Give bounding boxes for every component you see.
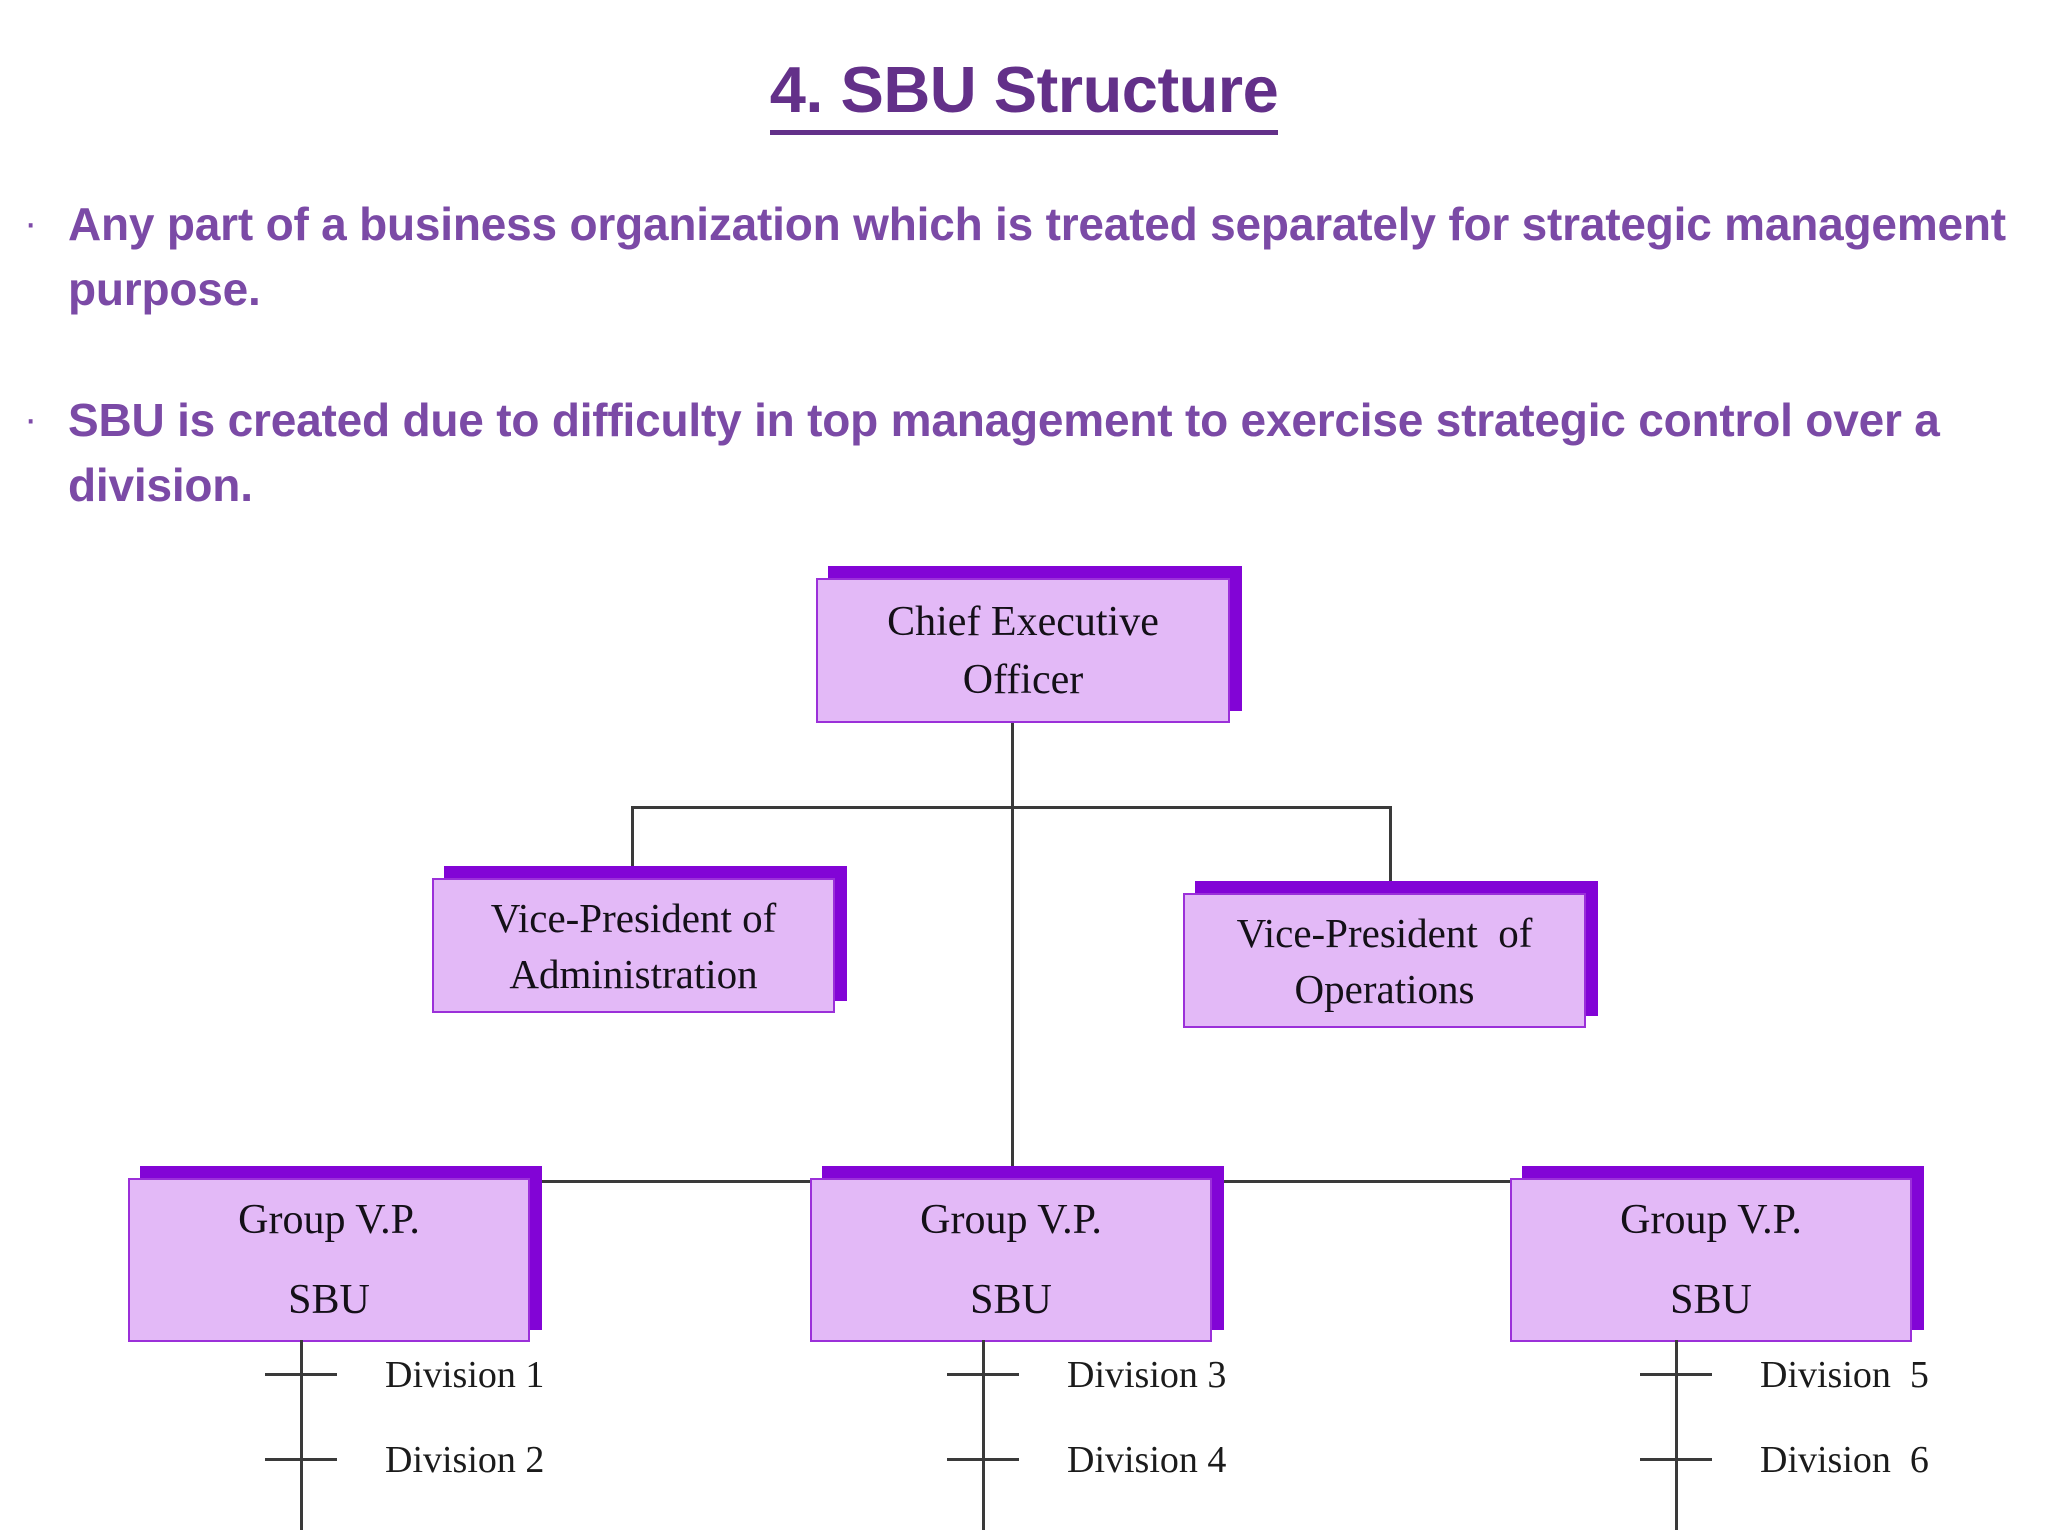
org-node-vp-administration-line2: Administration [509,950,758,997]
org-node-ceo: Chief Executive Officer [816,566,1242,723]
org-node-vp-operations-face: Vice-President of Operations [1183,893,1586,1028]
org-node-vp-operations: Vice-President of Operations [1183,881,1598,1028]
org-node-sbu-1-line1: Group V.P. [238,1197,420,1243]
org-node-sbu-3-face: Group V.P. SBU [1510,1178,1912,1342]
division-label: Division 6 [1760,1439,1929,1481]
division-row: Division 5 [1640,1340,2048,1410]
division-row: Division 3 [947,1340,1417,1410]
page-title-text: 4. SBU Structure [769,52,1279,135]
org-node-sbu-3-line1: Group V.P. [1620,1197,1802,1243]
connector-ceo-trunk [1011,723,1014,1180]
division-label: Division 2 [385,1439,545,1481]
division-group-2: Division 3 Division 4 [947,1340,1417,1530]
org-node-sbu-1: Group V.P. SBU [128,1166,542,1342]
division-row: Division 1 [265,1340,735,1410]
connector-vp-right-drop [1389,806,1392,895]
division-group-1: Division 1 Division 2 [265,1340,735,1530]
org-node-sbu-2-line2: SBU [970,1277,1052,1323]
division-label: Division 1 [385,1354,545,1396]
org-node-sbu-3: Group V.P. SBU [1510,1166,1924,1342]
org-node-vp-administration: Vice-President of Administration [432,866,847,1013]
division-row: Division 4 [947,1425,1417,1495]
page-title: 4. SBU Structure [0,52,2048,135]
org-node-ceo-line1: Chief Executive [887,598,1159,645]
org-node-ceo-line2: Officer [962,656,1084,703]
division-crossbar [1640,1458,1712,1461]
division-crossbar [265,1373,337,1376]
division-crossbar [1640,1373,1712,1376]
org-node-sbu-3-line2: SBU [1670,1277,1752,1323]
org-chart: Chief Executive Officer Vice-President o… [0,540,2048,1536]
division-crossbar [947,1458,1019,1461]
bullet-marker-icon: · [24,397,38,441]
org-node-sbu-2: Group V.P. SBU [810,1166,1224,1342]
division-stem [982,1340,985,1530]
org-node-vp-operations-line1: Vice-President of [1236,909,1533,956]
division-stem [300,1340,303,1530]
bullet-item-2: · SBU is created due to difficulty in to… [18,388,2028,518]
org-node-sbu-2-line1: Group V.P. [920,1197,1102,1243]
org-node-vp-administration-face: Vice-President of Administration [432,878,835,1013]
bullet-item-1: · Any part of a business organization wh… [18,192,2028,322]
org-node-vp-operations-line2: Operations [1294,965,1475,1012]
connector-vp-hbar [631,806,1392,809]
bullet-marker-icon: · [24,201,38,245]
division-row: Division 2 [265,1425,735,1495]
bullet-text-1: Any part of a business organization whic… [68,198,2006,315]
org-node-sbu-2-face: Group V.P. SBU [810,1178,1212,1342]
division-label: Division 5 [1760,1354,1929,1396]
division-crossbar [265,1458,337,1461]
org-node-ceo-face: Chief Executive Officer [816,578,1230,723]
bullet-text-2: SBU is created due to difficulty in top … [68,394,1940,511]
division-label: Division 3 [1067,1354,1227,1396]
division-group-3: Division 5 Division 6 [1640,1340,2048,1530]
org-node-sbu-1-face: Group V.P. SBU [128,1178,530,1342]
org-node-sbu-1-line2: SBU [288,1277,370,1323]
org-node-vp-administration-line1: Vice-President of [490,894,777,941]
connector-vp-left-drop [631,806,634,880]
division-row: Division 6 [1640,1425,2048,1495]
division-label: Division 4 [1067,1439,1227,1481]
division-stem [1675,1340,1678,1530]
division-crossbar [947,1373,1019,1376]
